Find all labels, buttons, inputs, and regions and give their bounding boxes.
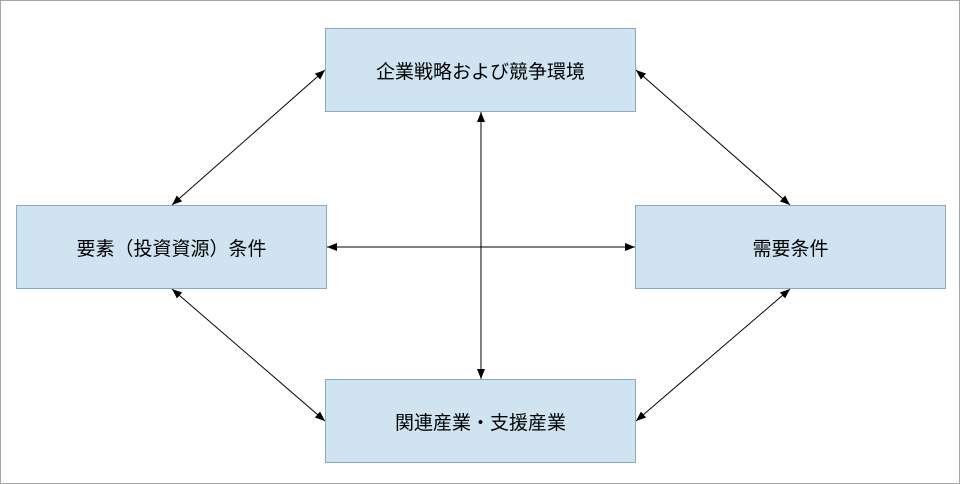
edge-top-left bbox=[171, 69, 326, 206]
node-label: 企業戦略および競争環境 bbox=[375, 60, 585, 83]
node-label: 関連産業・支援産業 bbox=[394, 411, 566, 434]
node-label: 需要条件 bbox=[752, 237, 829, 260]
edge-left-bottom bbox=[171, 288, 326, 422]
node-corporate-strategy: 企業戦略および競争環境 bbox=[325, 28, 636, 112]
node-label: 要素（投資資源）条件 bbox=[76, 237, 267, 260]
node-factor-conditions: 要素（投資資源）条件 bbox=[16, 205, 327, 289]
node-related-industries: 関連産業・支援産業 bbox=[325, 379, 636, 463]
node-demand-conditions: 需要条件 bbox=[635, 205, 946, 289]
edge-right-bottom bbox=[635, 288, 791, 422]
edge-top-right bbox=[635, 69, 791, 206]
